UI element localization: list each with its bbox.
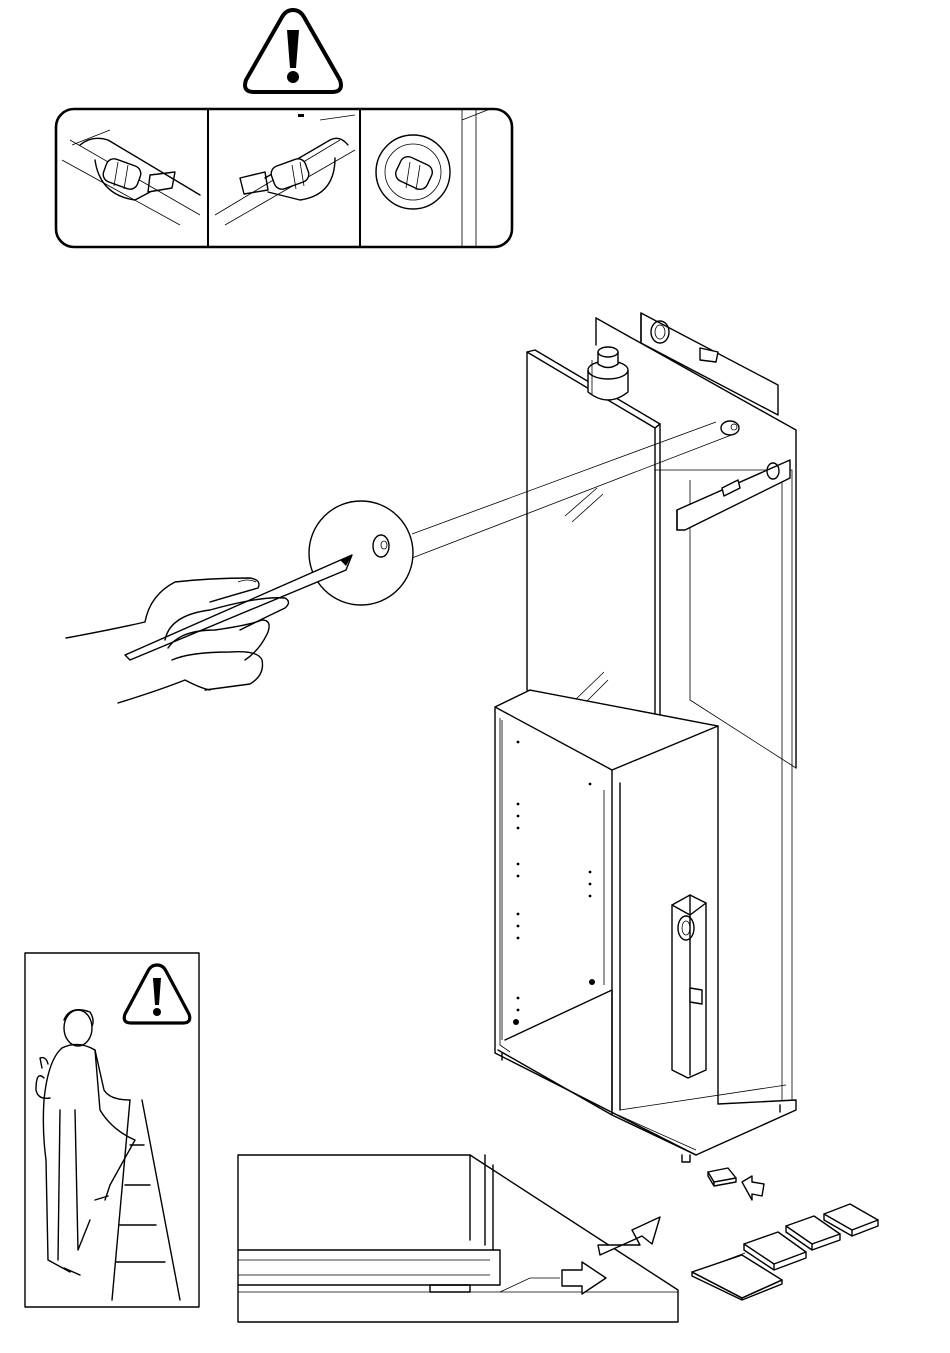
warning-triangle-icon <box>245 10 341 92</box>
floor-shims <box>692 1168 878 1300</box>
level-bubble-off-right <box>215 114 355 225</box>
level-bubble-centered <box>376 109 490 247</box>
warning-triangle-icon <box>124 965 190 1023</box>
mounting-hole-marker <box>721 421 739 435</box>
ladder-safety-panel <box>25 953 199 1307</box>
lower-cabinet <box>495 690 796 1162</box>
spirit-level-vertical <box>672 895 706 1078</box>
cabinet-assembly <box>495 313 796 1162</box>
weight-icon <box>588 347 628 400</box>
level-detail-panel <box>56 109 512 247</box>
person-on-ladder-icon <box>36 1010 180 1300</box>
hand-with-pencil-icon <box>66 555 352 703</box>
level-bubble-off-left <box>62 130 200 225</box>
magnifier-detail <box>309 422 734 605</box>
spirit-level-horizontal <box>677 460 790 530</box>
foot-adjustment-detail <box>238 1155 678 1322</box>
spirit-level-top <box>641 313 778 415</box>
